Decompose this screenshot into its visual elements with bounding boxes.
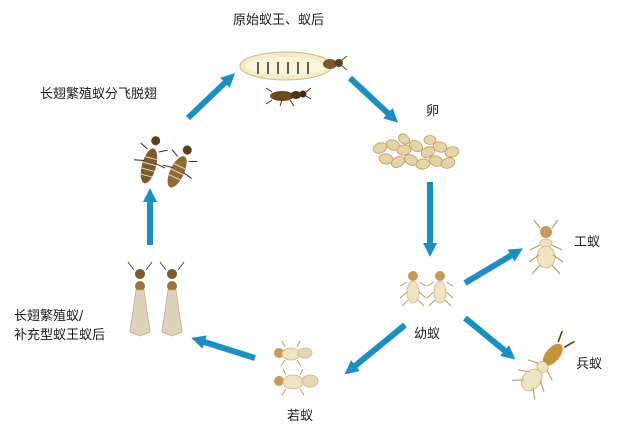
arrow-larva-to-worker [465, 252, 517, 283]
nymphs-illustration [274, 341, 318, 395]
label-queen-king: 原始蚁王、蚁后 [233, 12, 324, 30]
arrow-swarming-to-queen [188, 78, 230, 118]
label-larva: 幼蚁 [414, 326, 440, 344]
arrow-larva-to-nymph [350, 325, 405, 370]
larvae-illustration [400, 271, 453, 306]
label-swarming: 长翅繁殖蚁分飞脱翅 [40, 86, 157, 104]
queen-illustration [240, 52, 347, 80]
label-nymph: 若蚁 [287, 408, 313, 426]
label-supplementary: 补充型蚁王蚁后 [14, 327, 105, 345]
king-illustration [266, 88, 311, 106]
eggs-illustration [372, 132, 460, 170]
alates-illustration [128, 262, 184, 336]
soldier-illustration [510, 325, 581, 400]
label-egg: 卵 [426, 103, 439, 121]
arrow-larva-to-soldier [465, 318, 510, 355]
label-alate: 长翅繁殖蚁/ [14, 308, 83, 326]
cycle-arrows [150, 78, 517, 370]
dealates-illustration [129, 132, 204, 194]
worker-illustration [529, 220, 563, 274]
label-soldier: 兵蚁 [576, 356, 602, 374]
arrow-nymph-to-alate [198, 340, 255, 358]
arrow-queen-to-egg [350, 78, 393, 118]
label-worker: 工蚁 [574, 234, 600, 252]
